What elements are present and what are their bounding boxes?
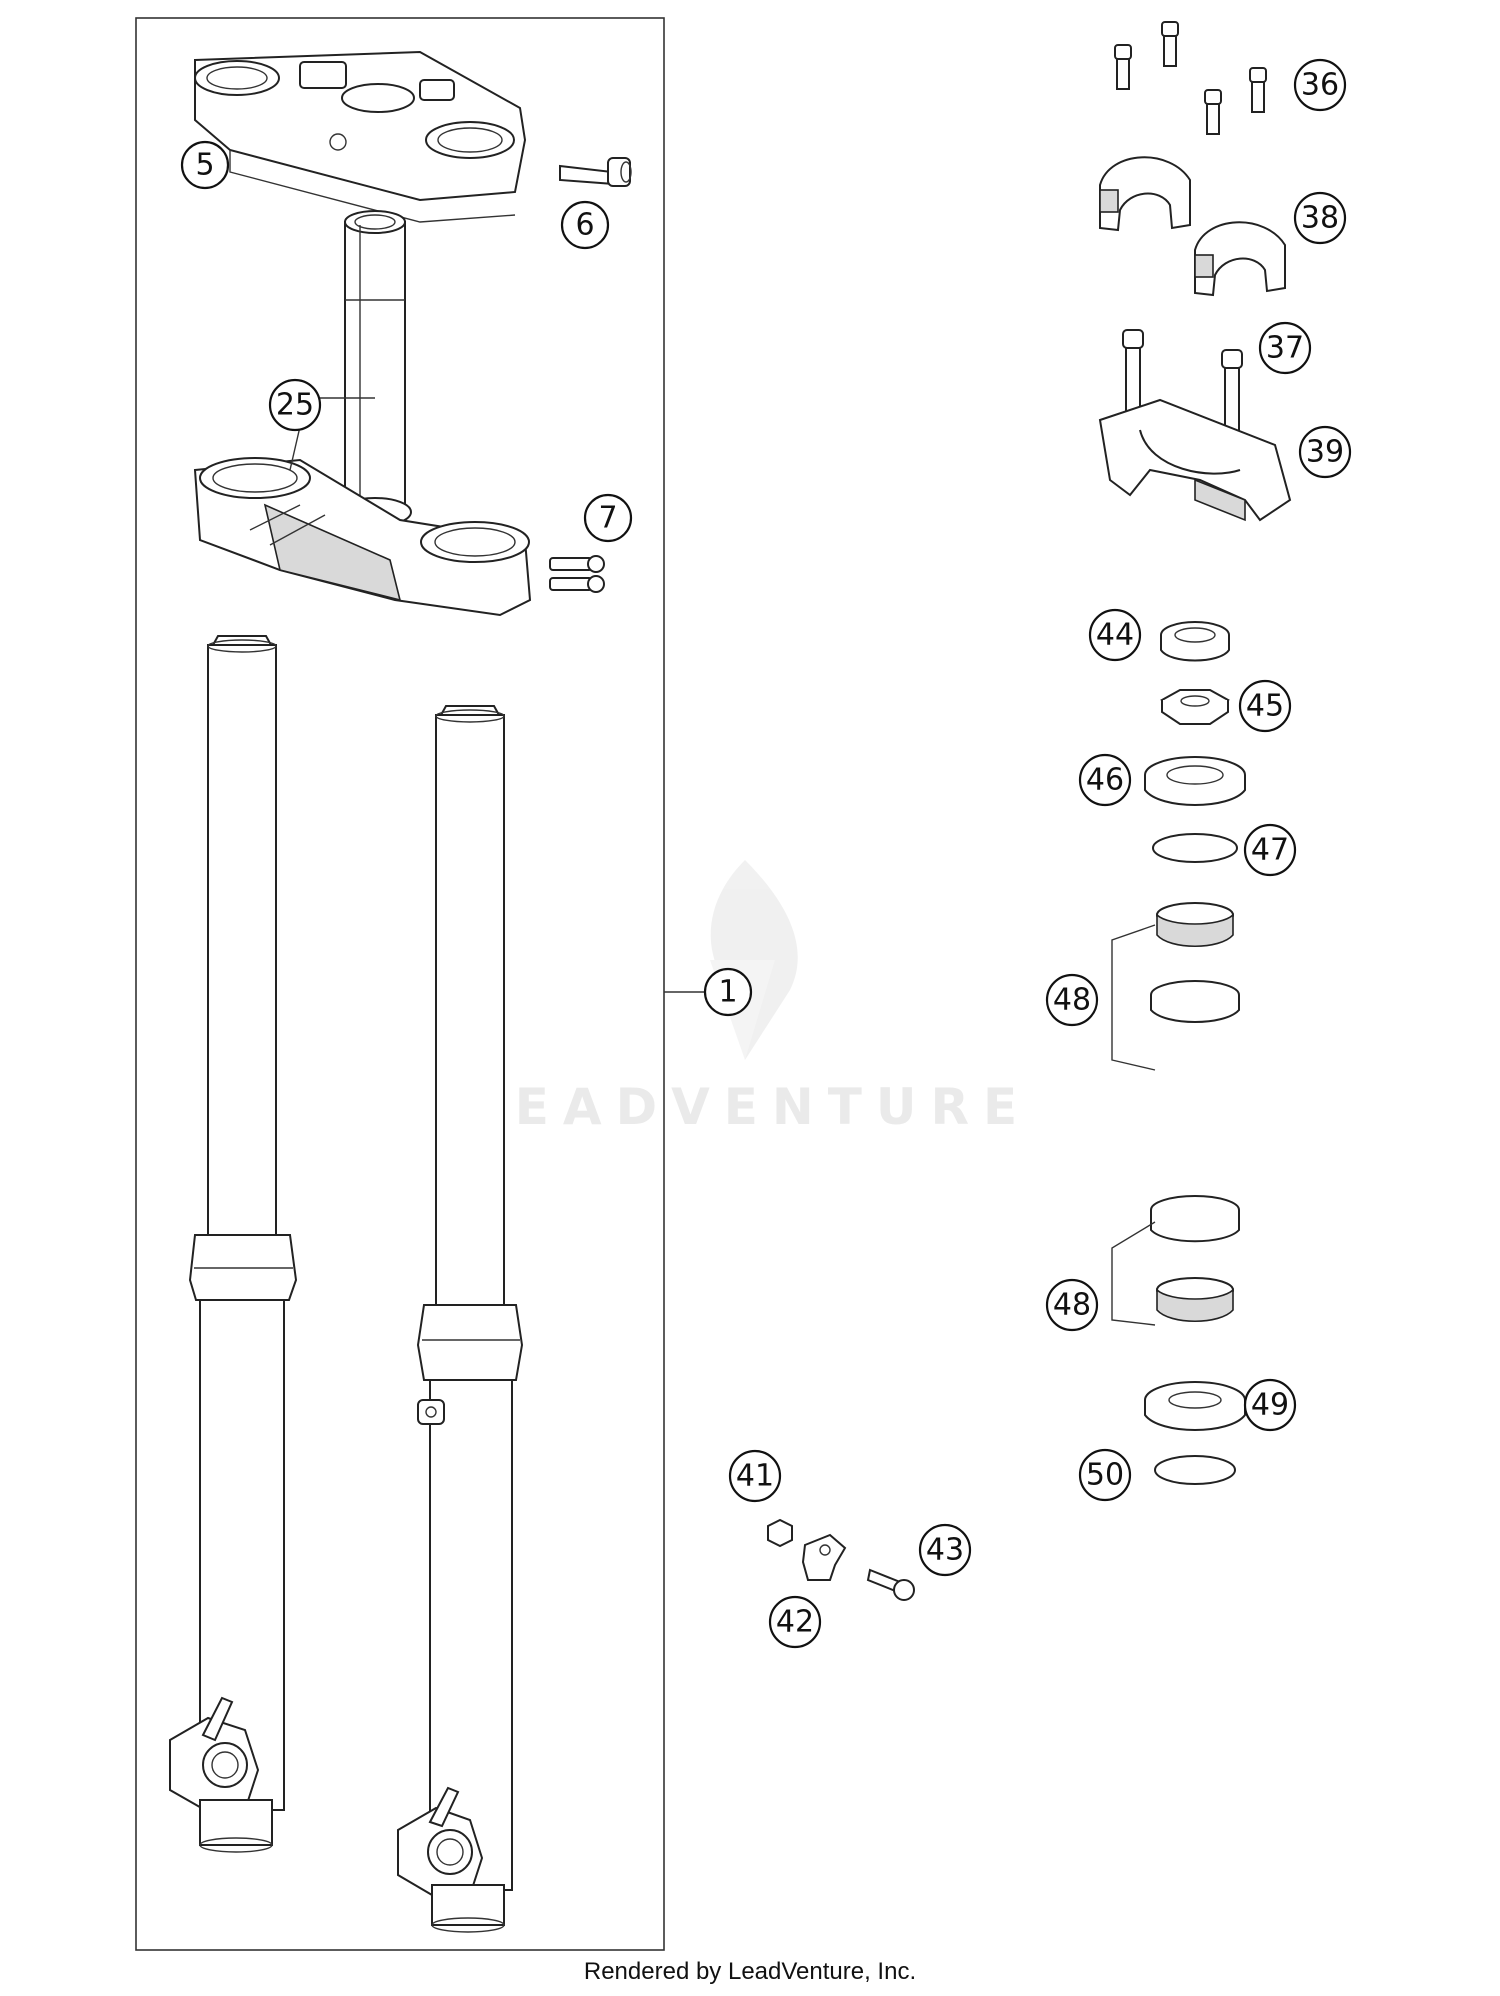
callout-25: 25 [268,378,322,432]
svg-text:42: 42 [776,1605,814,1640]
svg-text:46: 46 [1086,763,1124,798]
svg-text:6: 6 [575,208,594,243]
bolts-part-7 [549,555,605,593]
callout-44: 44 [1088,608,1142,662]
svg-text:39: 39 [1306,435,1344,470]
upper-triple-clamp [194,50,527,223]
callout-36: 36 [1293,58,1347,112]
svg-text:38: 38 [1301,201,1339,236]
callout-47: 47 [1243,823,1297,877]
svg-text:7: 7 [598,501,617,536]
svg-text:47: 47 [1251,833,1289,868]
callout-6: 6 [560,200,610,250]
callout-39: 39 [1298,425,1352,479]
svg-text:41: 41 [736,1459,774,1494]
bearing-set-lower-part-48 [1111,1195,1240,1326]
svg-text:50: 50 [1086,1458,1124,1493]
bracket-part-42 [801,1533,847,1581]
callout-50: 50 [1078,1448,1132,1502]
callout-5: 5 [180,140,230,190]
washer-part-49 [1144,1381,1246,1431]
callout-46: 46 [1078,753,1132,807]
watermark-logo [710,860,798,1060]
svg-text:36: 36 [1301,68,1339,103]
nut-part-45 [1160,689,1230,725]
fork-assembly-boundary [135,17,665,1951]
svg-text:43: 43 [926,1533,964,1568]
bolt-part-43 [866,1568,915,1601]
callout-37: 37 [1258,321,1312,375]
clamp-bolts-part-37 [1122,329,1243,434]
svg-text:1: 1 [718,975,737,1010]
svg-text:44: 44 [1096,618,1134,653]
callout-48-lower: 48 [1045,1278,1099,1332]
handlebar-clamp-lower-part-39 [1098,398,1292,522]
handlebar-clamp-upper-part-38 [1099,156,1286,297]
callout-45: 45 [1238,679,1292,733]
nut-part-41 [767,1518,793,1548]
svg-text:45: 45 [1246,689,1284,724]
svg-text:37: 37 [1266,331,1304,366]
svg-text:48: 48 [1053,1288,1091,1323]
svg-text:48: 48 [1053,983,1091,1018]
callout-38: 38 [1293,191,1347,245]
watermark-text: LEADVENTURE [468,1078,1032,1136]
bearing-set-upper-part-48 [1111,902,1240,1071]
svg-text:5: 5 [195,148,214,183]
nut-part-44 [1160,621,1230,662]
callout-49: 49 [1243,1378,1297,1432]
callout-43: 43 [918,1523,972,1577]
callout-42: 42 [768,1595,822,1649]
svg-text:49: 49 [1251,1388,1289,1423]
right-fork-leg [397,705,524,1933]
render-credit-footer: Rendered by LeadVenture, Inc. [583,1958,917,1985]
bolt-part-6 [559,157,632,187]
washer-part-46 [1144,756,1246,806]
callout-7: 7 [583,493,633,543]
bolts-part-36 [1114,21,1267,135]
o-ring-part-50 [1154,1455,1236,1485]
o-ring-part-47 [1152,833,1238,863]
callout-48-upper: 48 [1045,973,1099,1027]
lower-triple-clamp [193,457,532,617]
steering-stem [338,210,412,527]
left-fork-leg [169,635,298,1853]
callout-41: 41 [728,1449,782,1503]
callout-1: 1 [703,967,753,1017]
svg-text:25: 25 [276,388,314,423]
